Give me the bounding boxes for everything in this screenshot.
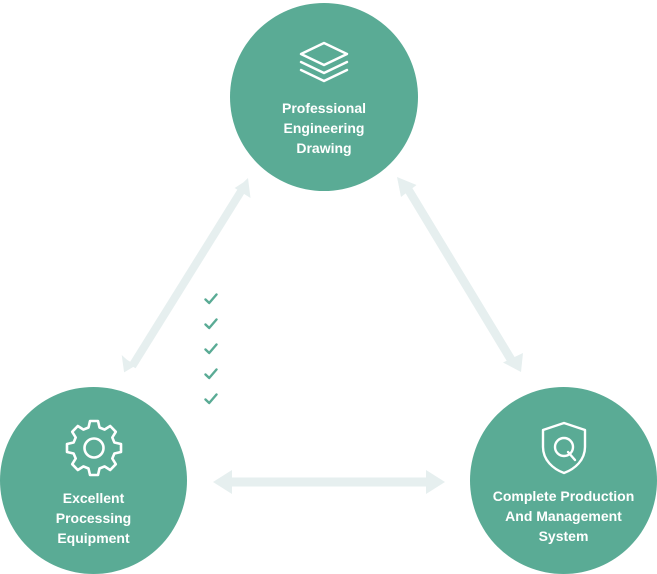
label-line: System <box>538 527 589 544</box>
checklist <box>204 292 220 417</box>
label-line: Drawing <box>296 140 352 156</box>
label-line: Professional <box>281 100 367 116</box>
node-label: Excellent Processing Equipment <box>56 488 131 548</box>
node-label: Professional Engineering Drawing <box>282 98 366 158</box>
shield-q-icon <box>541 421 586 474</box>
check-icon <box>204 393 218 405</box>
label-line: Excellent <box>62 489 125 506</box>
label-line: Engineering <box>283 120 365 136</box>
layers-icon <box>299 41 349 83</box>
arrow-top-right <box>397 177 523 372</box>
node-label: Complete Production And Management Syste… <box>493 486 635 546</box>
arrow-top-left <box>121 178 251 373</box>
label-line: Complete Production <box>492 487 635 504</box>
check-icon <box>204 343 218 355</box>
node-excellent-processing-equipment: Excellent Processing Equipment <box>0 387 187 574</box>
node-complete-production-management-system: Complete Production And Management Syste… <box>470 387 657 574</box>
gear-icon <box>65 419 122 476</box>
node-professional-engineering-drawing: Professional Engineering Drawing <box>230 3 418 191</box>
label-line: Processing <box>55 509 132 526</box>
arrow-left-right <box>213 470 445 494</box>
check-icon <box>204 293 218 305</box>
check-icon <box>204 368 218 380</box>
label-line: And Management <box>505 507 622 524</box>
check-icon <box>204 318 218 330</box>
label-line: Equipment <box>57 529 130 546</box>
